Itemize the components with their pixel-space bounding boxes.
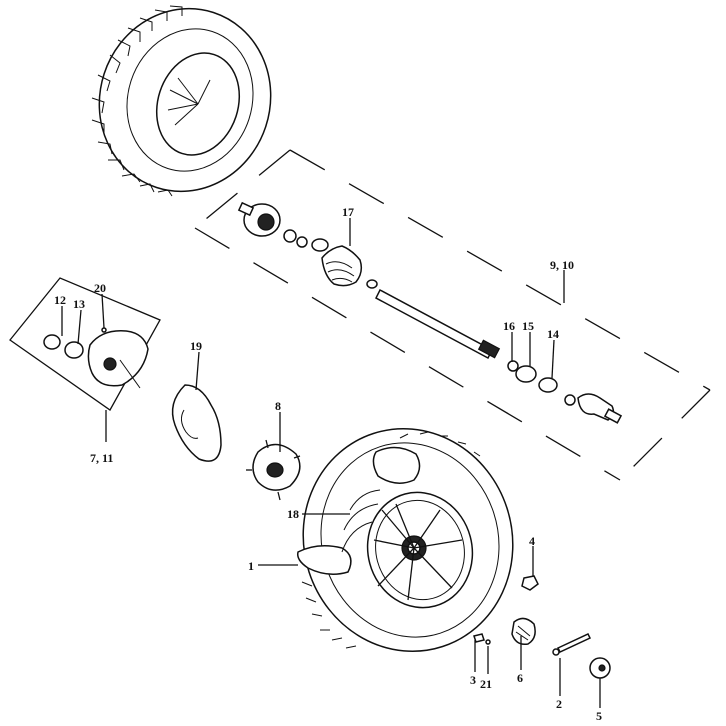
callout-3: 3: [470, 673, 476, 687]
callout-21: 21: [480, 677, 492, 691]
top-tire: [91, 5, 272, 197]
top-tire-spokes: [167, 77, 211, 126]
main-wheel-spokes: [373, 503, 463, 601]
callout-1: 1: [248, 559, 254, 573]
knuckle-box: [9, 277, 161, 411]
small-parts: [473, 575, 611, 679]
main-wheel-rim: [341, 489, 474, 609]
callout-9-10: 9, 10: [550, 258, 574, 272]
knuckle-parts: [43, 327, 149, 389]
callout-19: 19: [190, 339, 202, 353]
callout-17: 17: [342, 205, 354, 219]
leader-lines: [61, 218, 601, 708]
axle-assembly-box: [194, 149, 711, 481]
callout-2: 2: [556, 697, 562, 711]
callout-4: 4: [529, 534, 535, 548]
axle-parts: [237, 201, 623, 424]
callout-12: 12: [54, 293, 66, 307]
callout-15: 15: [522, 319, 534, 333]
callout-8: 8: [275, 399, 281, 413]
callout-6: 6: [517, 671, 523, 685]
top-tire-tread: [91, 5, 183, 197]
wheel-hub: [246, 439, 301, 501]
callout-14: 14: [547, 327, 559, 341]
callout-7-11: 7, 11: [90, 451, 113, 465]
callout-5: 5: [596, 709, 602, 723]
callout-20: 20: [94, 281, 106, 295]
callout-13: 13: [73, 297, 85, 311]
callout-18: 18: [287, 507, 299, 521]
brake-disc: [171, 384, 222, 462]
callout-labels: 1 2 3 4 5 6 7, 11 8 9, 10 12 13 14 15 16…: [54, 205, 602, 723]
callout-16: 16: [503, 319, 515, 333]
